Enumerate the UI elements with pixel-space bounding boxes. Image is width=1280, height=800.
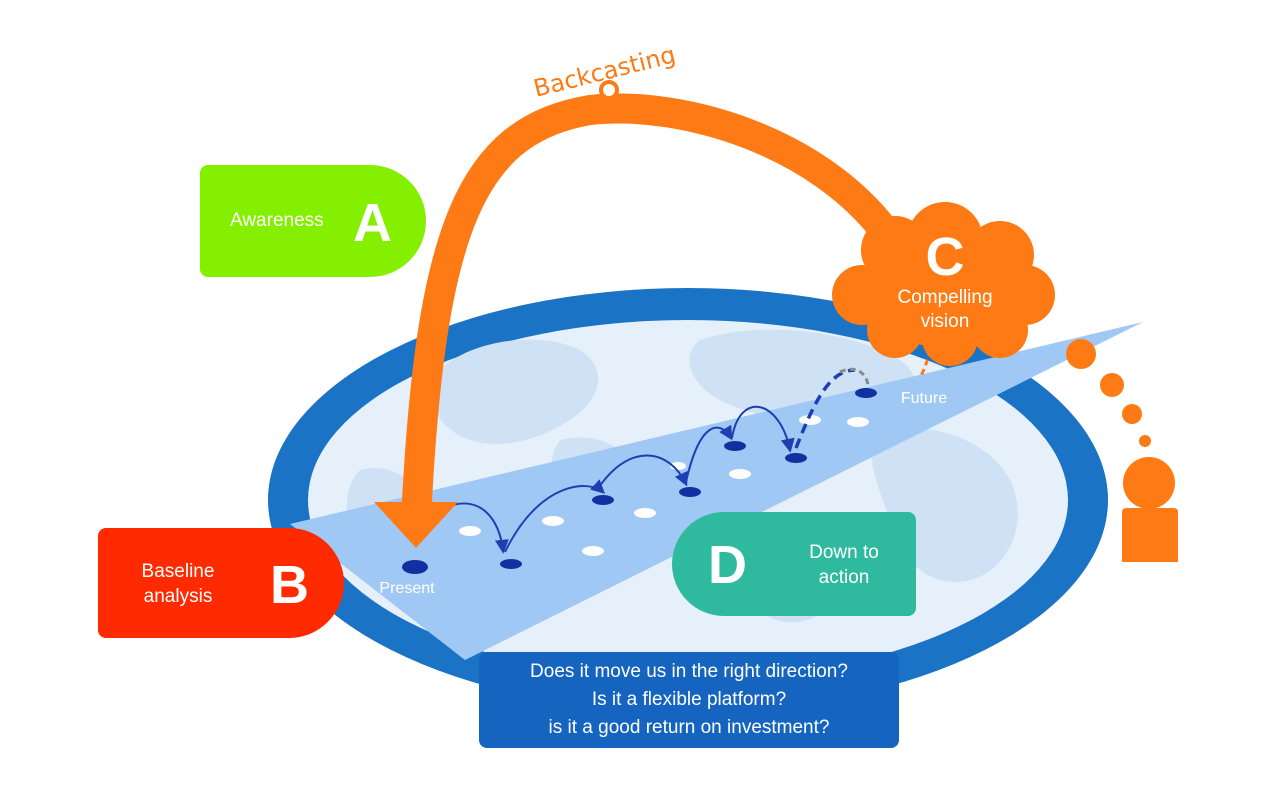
person-body (1122, 508, 1178, 562)
backcasting-arrowhead (374, 502, 458, 548)
cloud-label-line1: Compelling (897, 287, 992, 308)
ribbon-dash (799, 415, 821, 425)
hop-arrow (731, 405, 795, 453)
evaluation-questions-box: Does it move us in the right direction? … (479, 652, 899, 748)
question-line: Does it move us in the right direction? (530, 661, 848, 682)
down-to-action-box: D Down to action (672, 512, 916, 616)
person-thinking (1066, 339, 1178, 562)
thought-dot (1122, 404, 1142, 424)
backcasting-arrow (401, 93, 903, 521)
present-marker (402, 560, 428, 574)
baseline-letter: B (270, 555, 309, 615)
ribbon-dash (582, 546, 604, 556)
baseline-label-line2: analysis (143, 586, 213, 607)
ribbon-dash (634, 508, 656, 518)
present-label: Present (379, 580, 435, 597)
question-line: is it a good return on investment? (548, 717, 830, 738)
cloud-label-line2: vision (921, 311, 970, 332)
ribbon-dash (729, 469, 751, 479)
hop-arrow (685, 424, 733, 483)
step-marker (724, 441, 746, 451)
future-marker (855, 388, 877, 398)
step-marker (500, 559, 522, 569)
question-line: Is it a flexible platform? (591, 689, 787, 710)
thought-dot (1139, 435, 1151, 447)
ribbon-dash (847, 417, 869, 427)
step-marker (785, 453, 807, 463)
future-label: Future (901, 390, 947, 407)
thought-dot (1100, 373, 1124, 397)
thought-dot (1066, 339, 1096, 369)
action-label-line2: action (818, 567, 870, 588)
timeline-ribbon (290, 322, 1143, 660)
cloud-c (832, 202, 1055, 366)
step-markers (402, 388, 877, 574)
step-marker (592, 495, 614, 505)
dashed-hop-grey (839, 367, 870, 386)
step-marker (679, 487, 701, 497)
awareness-box: Awareness A (200, 165, 426, 277)
baseline-label-line1: Baseline (141, 561, 215, 582)
ribbon-dash (459, 526, 481, 536)
baseline-analysis-box: Baseline analysis B (98, 528, 344, 638)
ribbon-dash (542, 516, 564, 526)
awareness-label: Awareness (230, 210, 324, 231)
action-label-line1: Down to (809, 542, 879, 563)
action-letter: D (708, 535, 747, 595)
hop-arrow (596, 454, 688, 491)
backcasting-pin (599, 80, 619, 110)
cloud-letter: C (926, 227, 965, 287)
ribbon-dashes (459, 415, 869, 556)
awareness-letter: A (353, 193, 392, 253)
person-head (1123, 457, 1175, 509)
